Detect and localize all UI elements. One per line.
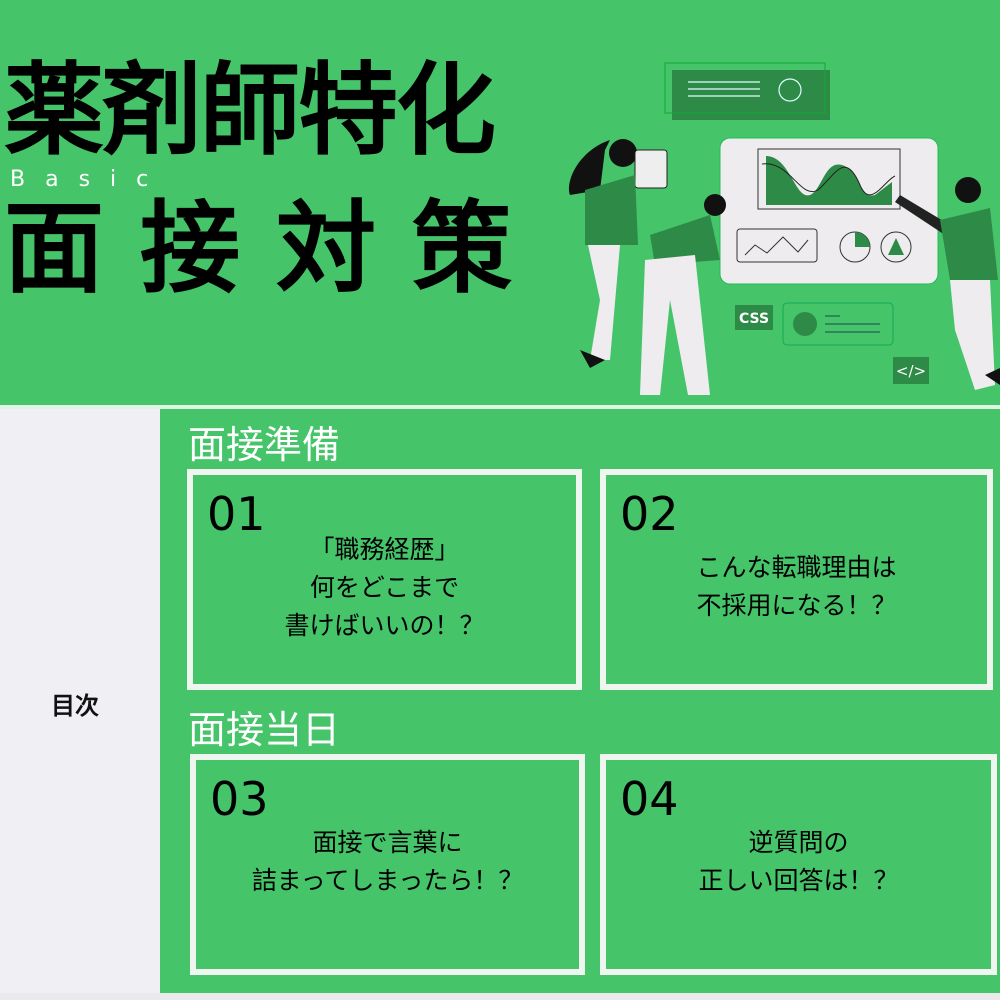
section-heading-preparation: 面接準備 xyxy=(188,423,341,467)
card-text: 「職務経歴」 何をどこまで 書けばいいの！？ xyxy=(193,531,576,645)
title-line2: 面接対策 xyxy=(4,190,548,307)
card-line: 逆質問の xyxy=(748,828,849,857)
css-badge: CSS xyxy=(739,311,769,327)
title-line1: 薬剤師特化 xyxy=(4,52,496,169)
card-line: 何をどこまで xyxy=(309,573,460,602)
card-text: 面接で言葉に 詰まってしまったら！？ xyxy=(196,824,579,900)
card-line: 書けばいいの！？ xyxy=(284,611,485,640)
card-line: 不採用になる！？ xyxy=(696,591,897,620)
card-01[interactable]: 01 「職務経歴」 何をどこまで 書けばいいの！？ xyxy=(187,469,582,690)
card-number: 03 xyxy=(210,772,269,826)
card-line: 詰まってしまったら！？ xyxy=(251,866,524,895)
bottom-strip xyxy=(0,993,1000,1000)
card-line: 正しい回答は！？ xyxy=(698,866,899,895)
card-text: 逆質問の 正しい回答は！？ xyxy=(606,824,991,900)
subtitle: Basic xyxy=(10,167,169,192)
card-02[interactable]: 02 こんな転職理由は 不採用になる！？ xyxy=(600,469,993,690)
header-banner: 薬剤師特化 Basic 面接対策 CSS </> xyxy=(0,0,1000,405)
card-line: 「職務経歴」 xyxy=(309,535,460,564)
card-03[interactable]: 03 面接で言葉に 詰まってしまったら！？ xyxy=(190,754,585,975)
toc-label: 目次 xyxy=(51,692,99,720)
card-line: こんな転職理由は xyxy=(696,553,897,582)
divider xyxy=(0,405,1000,409)
card-04[interactable]: 04 逆質問の 正しい回答は！？ xyxy=(600,754,997,975)
team-dashboard-illustration: CSS </> xyxy=(569,62,1000,395)
card-line: 面接で言葉に xyxy=(312,828,463,857)
sidebar xyxy=(0,409,160,993)
card-text: こんな転職理由は 不採用になる！？ xyxy=(606,549,987,625)
card-number: 01 xyxy=(207,487,266,541)
card-number: 02 xyxy=(620,487,679,541)
card-number: 04 xyxy=(620,772,679,826)
code-badge: </> xyxy=(896,362,926,380)
section-heading-interview-day: 面接当日 xyxy=(188,708,341,752)
